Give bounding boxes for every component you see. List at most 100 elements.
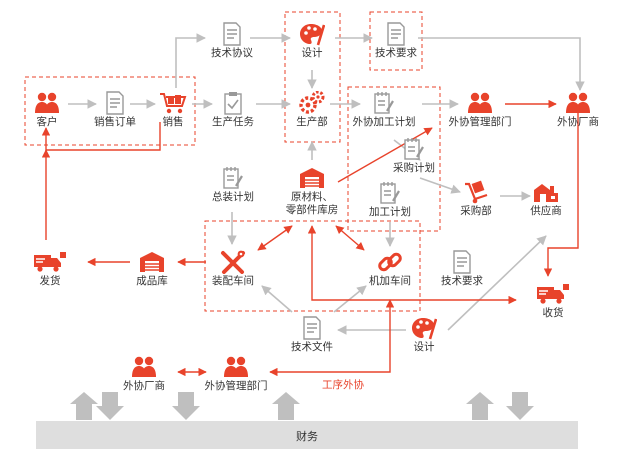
node-design-top: 设计 <box>267 22 357 60</box>
node-shipping: 发货 <box>5 250 95 288</box>
truck-icon <box>5 250 95 274</box>
edge-supplier-receiving <box>543 110 579 277</box>
chain-link-icon <box>345 250 435 274</box>
finance-up-arrow-1 <box>70 392 98 420</box>
notepad-icon <box>345 181 435 205</box>
node-label: 外协管理部门 <box>448 116 512 128</box>
node-outsourcing-vendor-bottom: 外协厂商 <box>99 355 189 393</box>
factory-icon <box>501 180 591 204</box>
edge-techreq-vendor <box>418 37 585 91</box>
document-icon <box>417 250 507 274</box>
edge-sales-techagreement <box>175 33 206 88</box>
node-label: 原材料、 零部件库房 <box>285 191 339 216</box>
people-icon <box>191 355 281 379</box>
finance-up-arrow-2 <box>272 392 300 420</box>
node-label: 发货 <box>39 275 61 287</box>
palette-icon <box>379 316 469 340</box>
people-icon <box>2 91 92 115</box>
cart-icon <box>128 91 218 115</box>
node-sales: 销售 <box>128 91 218 129</box>
finance-label: 财务 <box>296 430 318 443</box>
people-icon <box>533 91 623 115</box>
node-label: 技术要求 <box>441 275 483 287</box>
node-tech-agreement: 技术协议 <box>187 22 277 60</box>
node-label: 机加车间 <box>369 275 411 287</box>
node-assembly-plan: 总装计划 <box>188 166 278 204</box>
node-assembly-workshop: 装配车间 <box>188 250 278 288</box>
people-icon <box>435 91 525 115</box>
node-label: 装配车间 <box>212 275 254 287</box>
node-label: 加工计划 <box>369 206 411 218</box>
node-label: 设计 <box>413 341 435 353</box>
node-label: 总装计划 <box>212 191 254 203</box>
node-label: 生产任务 <box>212 116 254 128</box>
node-machining-workshop: 机加车间 <box>345 250 435 288</box>
node-label: 技术协议 <box>211 47 253 59</box>
node-label: 生产部 <box>296 116 328 128</box>
node-label: 销售订单 <box>94 116 136 128</box>
edge-warehouse-machining <box>335 225 365 251</box>
tools-icon <box>188 250 278 274</box>
warehouse-icon <box>267 166 357 190</box>
node-label: 采购计划 <box>393 162 435 174</box>
hand-truck-icon <box>431 180 521 204</box>
edge-workshop-techdocs <box>261 285 293 313</box>
node-receiving: 收货 <box>508 282 598 320</box>
node-tech-requirement-top: 技术要求 <box>351 22 441 60</box>
edge-label-process-outsourcing: 工序外协 <box>322 379 364 391</box>
node-outsourcing-mgmt-bottom: 外协管理部门 <box>191 355 281 393</box>
edge-warehouse-assembly <box>257 225 293 251</box>
node-warehouse: 原材料、 零部件库房 <box>267 166 357 217</box>
sales-group-box <box>24 76 196 146</box>
node-customer: 客户 <box>2 91 92 129</box>
node-label: 设计 <box>301 47 323 59</box>
node-label: 收货 <box>542 307 564 319</box>
node-procurement-dept: 采购部 <box>431 180 521 218</box>
palette-icon <box>267 22 357 46</box>
edge-procplan-procdept <box>419 177 461 194</box>
document-icon <box>267 316 357 340</box>
node-production-dept: 生产部 <box>267 91 357 129</box>
finance-down-arrow-2 <box>172 392 200 420</box>
edge-sales-customer <box>41 122 161 151</box>
node-label: 客户 <box>36 116 58 128</box>
node-outsourcing-vendor-top: 外协厂商 <box>533 91 623 129</box>
node-sales-order: 销售订单 <box>70 91 160 129</box>
node-label: 技术文件 <box>291 341 333 353</box>
notepad-icon <box>188 166 278 190</box>
edge-machining-techdocs <box>333 285 367 313</box>
node-finished-goods: 成品库 <box>107 250 197 288</box>
document-icon <box>351 22 441 46</box>
finance-down-arrow-3 <box>506 392 534 420</box>
finance-up-arrow-3 <box>466 392 494 420</box>
node-label: 供应商 <box>530 205 562 217</box>
document-icon <box>187 22 277 46</box>
document-icon <box>70 91 160 115</box>
node-label: 成品库 <box>136 275 168 287</box>
node-label: 采购部 <box>460 205 492 217</box>
edge-process-outsourcing <box>269 299 395 377</box>
node-processing-plan: 加工计划 <box>345 181 435 219</box>
node-procurement-plan: 采购计划 <box>369 137 459 175</box>
finance-down-arrow-1 <box>96 392 124 420</box>
clipboard-icon <box>188 91 278 115</box>
node-tech-docs: 技术文件 <box>267 316 357 354</box>
node-outsourcing-plan: 外协加工计划 <box>339 91 429 129</box>
node-label: 销售 <box>162 116 184 128</box>
edge-warehouse-outplan <box>337 127 433 183</box>
node-label: 外协加工计划 <box>352 116 416 128</box>
node-production-task: 生产任务 <box>188 91 278 129</box>
people-icon <box>99 355 189 379</box>
warehouse-icon <box>107 250 197 274</box>
node-label: 外协管理部门 <box>204 380 268 392</box>
node-label: 外协厂商 <box>557 116 599 128</box>
notepad-icon <box>369 137 459 161</box>
node-design-bottom: 设计 <box>379 316 469 354</box>
gears-icon <box>267 91 357 115</box>
finance-bar: 财务 <box>36 421 578 449</box>
notepad-icon <box>339 91 429 115</box>
node-outsourcing-mgmt-top: 外协管理部门 <box>435 91 525 129</box>
node-label: 技术要求 <box>375 47 417 59</box>
node-supplier: 供应商 <box>501 180 591 218</box>
